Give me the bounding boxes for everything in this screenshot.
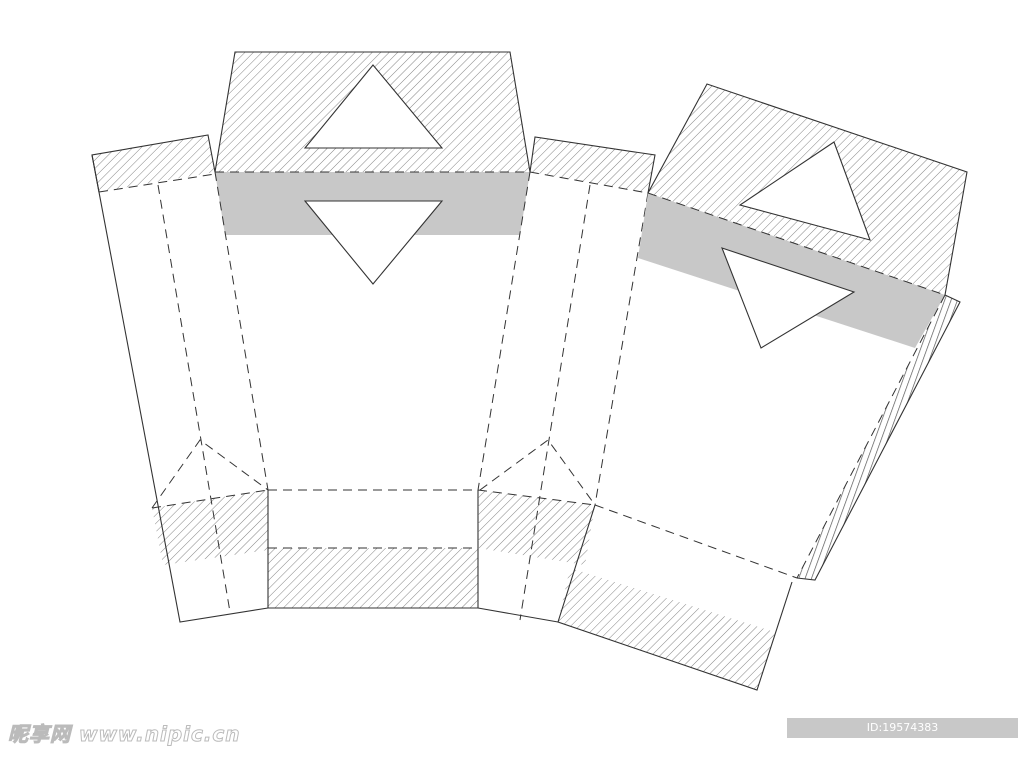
left-side-panel [91,134,269,623]
right-side-top-hatch [530,137,655,193]
watermark-id: ID:19574383 NO:20220705090824712104 [787,718,1018,754]
back-window-triangle-1 [738,141,871,241]
right-side-panel [477,136,656,623]
back-glue-strip-hatch [797,295,960,580]
back-bottom-hatch [558,568,775,690]
left-top-glue-hatch [92,135,215,192]
window-triangle-up [303,64,444,149]
right-side-bottom-hatch [478,490,595,565]
front-panel [214,51,531,609]
window-triangle-down [303,200,444,285]
left-bottom-hatch [152,490,268,565]
front-bottom-hatch [268,548,478,608]
back-panel [557,83,968,691]
watermark-logo: 昵享网 www.nipic.cn [8,722,241,747]
back-gray-band [638,193,945,348]
back-window-triangle-2 [721,247,856,349]
